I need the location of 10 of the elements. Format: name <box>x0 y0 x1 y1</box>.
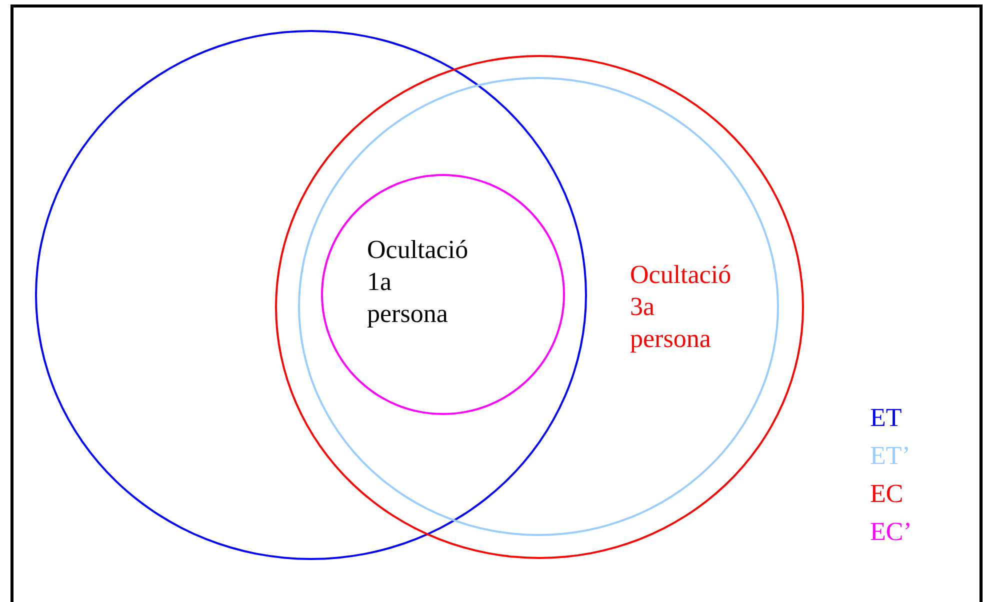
legend-entry: ET <box>870 402 903 434</box>
legend-entry: EC <box>870 478 904 510</box>
circle <box>35 30 587 560</box>
circle <box>275 55 804 559</box>
region-label: Ocultació 3a persona <box>630 259 732 355</box>
region-label: Ocultació 1a persona <box>367 234 470 330</box>
circle <box>321 174 565 415</box>
legend-entry: ET’ <box>870 440 912 472</box>
legend-entry: EC’ <box>870 516 912 548</box>
circle <box>298 77 779 536</box>
